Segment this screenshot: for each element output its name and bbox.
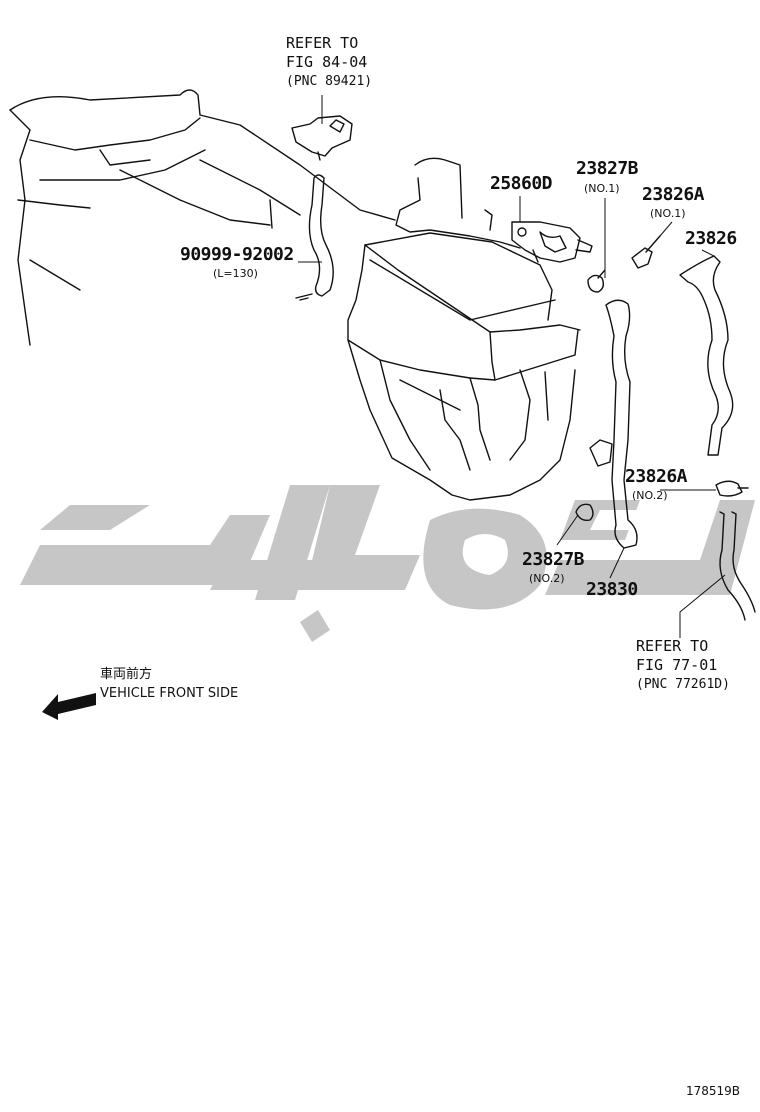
leader-lines <box>298 95 726 638</box>
ref-77-line2: FIG 77-01 <box>636 656 718 674</box>
part-number-23826a-no2: 23826A <box>625 466 688 487</box>
vehicle-front-label: VEHICLE FRONT SIDE <box>100 686 239 701</box>
ref-77-line1: REFER TO <box>636 637 709 655</box>
ref-84-line3: (PNC 89421) <box>286 74 373 89</box>
part-number-23827b-no1: 23827B <box>576 158 639 179</box>
part-number-23830: 23830 <box>586 579 638 600</box>
part-number-25860d: 25860D <box>490 173 553 194</box>
ref-84-line1: REFER TO <box>286 34 359 52</box>
part-note-23827b-no2: (NO.2) <box>529 572 565 585</box>
ref-77-line3: (PNC 77261D) <box>636 677 730 692</box>
engine-drawing <box>9 89 756 621</box>
part-note-23826a-no1: (NO.1) <box>650 207 686 220</box>
part-number-23826: 23826 <box>685 228 737 249</box>
part-note-23826a-no2: (NO.2) <box>632 489 668 502</box>
part-note-l130: (L=130) <box>213 267 258 280</box>
watermark-logo <box>20 485 755 642</box>
ref-84-line2: FIG 84-04 <box>286 53 368 71</box>
vehicle-front-japanese: 車両前方 <box>100 667 153 682</box>
part-note-23827b-no1: (NO.1) <box>584 182 620 195</box>
part-number-90999-92002: 90999-92002 <box>180 244 294 265</box>
front-arrow-icon <box>42 693 96 720</box>
part-number-23827b-no2: 23827B <box>522 549 585 570</box>
diagram-code: 178519B <box>686 1084 741 1098</box>
part-number-23826a-no1: 23826A <box>642 184 705 205</box>
